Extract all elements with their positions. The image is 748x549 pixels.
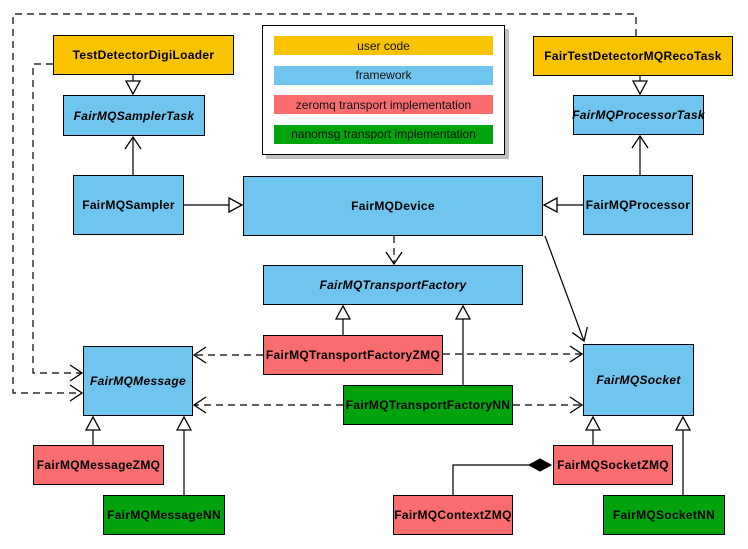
legend: user code framework zeromq transport imp… [262,25,505,155]
node-fairmqdevice: FairMQDevice [243,176,543,236]
node-fairmqsocketnn: FairMQSocketNN [603,495,725,535]
legend-item-zeromq: zeromq transport implementation [274,95,493,115]
node-fairmqtransportfactory: FairMQTransportFactory [263,265,523,305]
node-fairmqtransportfactoryzmq: FairMQTransportFactoryZMQ [263,335,443,375]
node-fairmqsamplertask: FairMQSamplerTask [63,95,205,136]
edge-device-socket [544,235,588,343]
node-fairmqmessagezmq: FairMQMessageZMQ [33,445,164,485]
node-fairtestdetectormqrecotask: FairTestDetectorMQRecoTask [533,36,733,76]
node-fairmqprocessortask: FairMQProcessorTask [572,95,705,135]
node-fairmqsampler: FairMQSampler [73,175,184,235]
legend-item-framework: framework [274,65,493,85]
node-testdetectordigiloader: TestDetectorDigiLoader [53,35,234,75]
node-fairmqsocketzmq: FairMQSocketZMQ [553,445,673,485]
node-fairmqtransportfactorynn: FairMQTransportFactoryNN [343,385,513,425]
edge-digiloader-message [32,63,84,382]
legend-item-nanomsg: nanomsg transport implementation [274,124,493,144]
legend-item-user-code: user code [274,36,493,55]
edge-contextzmq-socketzmq [452,458,553,495]
node-fairmqcontextzmq: FairMQContextZMQ [393,495,513,535]
node-fairmqprocessor: FairMQProcessor [583,175,693,235]
edge-recotask-message [12,13,637,402]
node-fairmqmessage: FairMQMessage [83,346,193,416]
node-fairmqsocket: FairMQSocket [583,344,694,416]
node-fairmqmessagenn: FairMQMessageNN [103,495,225,535]
